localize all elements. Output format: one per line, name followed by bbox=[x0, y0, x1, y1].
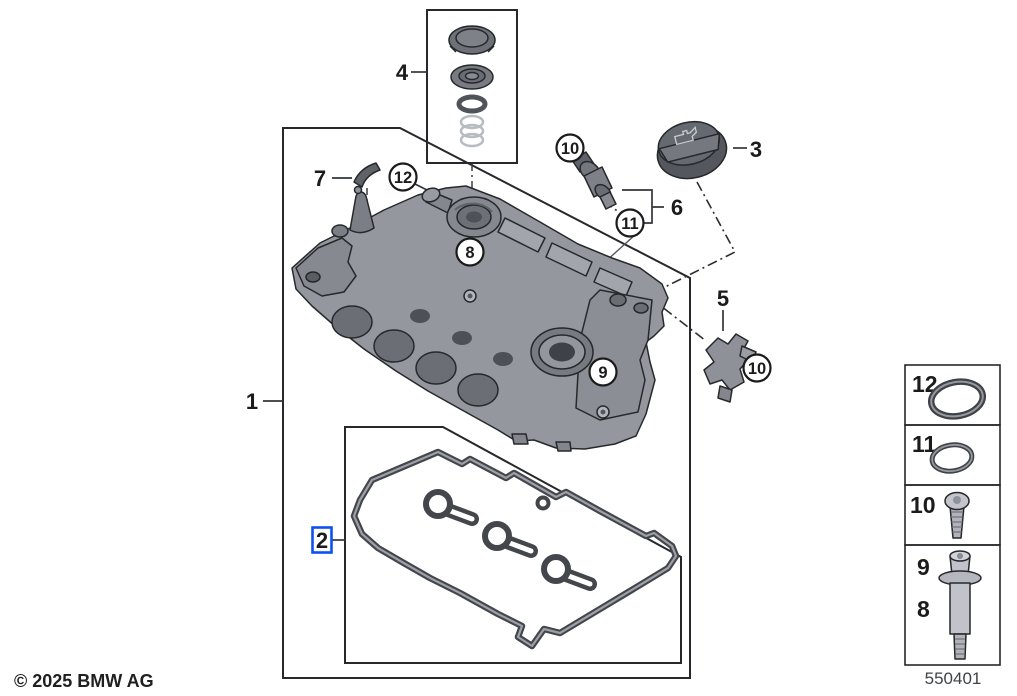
curved-seal-wedge-part7 bbox=[353, 162, 381, 188]
main-group-box-part1 bbox=[282, 127, 691, 679]
callout-1[interactable]: 1 bbox=[246, 389, 258, 414]
mount-foot bbox=[511, 433, 529, 445]
dashdot-part5-position bbox=[647, 295, 707, 342]
camshaft-sensor bbox=[571, 151, 617, 210]
copyright-text: © 2025 BMW AG bbox=[14, 671, 154, 691]
well-opening bbox=[410, 309, 430, 323]
gasket-small-hole bbox=[535, 495, 551, 511]
oil-filler-cap bbox=[656, 120, 728, 180]
cap-grip-bar bbox=[658, 132, 721, 163]
pcv-cap-tabs bbox=[449, 45, 495, 53]
pcv-cap-top-face bbox=[455, 28, 489, 48]
legend-label-9[interactable]: 9 bbox=[917, 554, 930, 580]
pcv-diaphragm-center bbox=[464, 71, 480, 81]
right-port bbox=[609, 293, 627, 307]
circled-callout-9[interactable]: 9 bbox=[588, 357, 618, 387]
well-opening bbox=[452, 331, 472, 345]
circled-10b-label[interactable]: 10 bbox=[748, 360, 766, 378]
pcv-spring-ring bbox=[459, 123, 485, 139]
callout-2-selected[interactable]: 2 bbox=[311, 526, 333, 554]
legend-box-9-8 bbox=[904, 544, 1001, 666]
cam-lobe bbox=[331, 305, 373, 339]
gasket-keyhole bbox=[482, 521, 538, 558]
gasket-keyhole bbox=[423, 489, 479, 526]
o-ring-small-icon bbox=[929, 442, 975, 474]
vent-port-12 bbox=[421, 187, 441, 203]
right-end-block bbox=[575, 289, 653, 421]
circled-8-label[interactable]: 8 bbox=[465, 244, 474, 262]
circled-callout-10[interactable]: 10 bbox=[555, 133, 585, 163]
circled-callout-12[interactable]: 12 bbox=[388, 162, 418, 192]
part4-kit-box bbox=[426, 9, 518, 164]
cam-lobe bbox=[415, 351, 457, 385]
pcv-turret bbox=[446, 196, 502, 238]
o-ring-large-icon bbox=[927, 378, 987, 420]
bracket-part6 bbox=[622, 189, 664, 224]
callout-3[interactable]: 3 bbox=[750, 137, 762, 162]
circled-12-label[interactable]: 12 bbox=[394, 169, 412, 187]
right-port bbox=[633, 302, 649, 314]
well-opening bbox=[493, 352, 513, 366]
cam-lobe bbox=[457, 373, 499, 407]
circled-callout-11[interactable]: 11 bbox=[615, 208, 645, 238]
flange-bolt-eye bbox=[305, 271, 321, 283]
gasket-keyhole bbox=[541, 554, 597, 591]
bolt-boss-8-hole bbox=[467, 293, 473, 299]
deck-pad bbox=[497, 217, 546, 253]
legend-label-8[interactable]: 8 bbox=[917, 596, 930, 622]
circled-callout-10b[interactable]: 10 bbox=[742, 353, 772, 383]
callout-5[interactable]: 5 bbox=[717, 286, 729, 311]
callout-2-label[interactable]: 2 bbox=[316, 528, 328, 553]
pcv-diaphragm-kit bbox=[448, 25, 496, 148]
bracket-leg bbox=[717, 385, 733, 403]
callout-6[interactable]: 6 bbox=[671, 195, 683, 220]
pcv-seal-ring bbox=[456, 94, 488, 114]
pcv-spring-ring bbox=[459, 114, 485, 130]
circled-10-label[interactable]: 10 bbox=[561, 140, 579, 158]
oil-filler-neck bbox=[530, 327, 594, 377]
mounting-cone bbox=[349, 191, 375, 234]
sensor-tip bbox=[599, 191, 617, 210]
circled-9-label[interactable]: 9 bbox=[598, 364, 607, 382]
deck-pad bbox=[545, 242, 593, 277]
left-flange-tray bbox=[295, 237, 357, 297]
valve-cover-illustration bbox=[291, 185, 669, 452]
valve-cover-gasket bbox=[350, 448, 680, 650]
oil-can-icon bbox=[673, 126, 698, 146]
collar-bolt-icon bbox=[938, 550, 982, 660]
circled-callout-8[interactable]: 8 bbox=[455, 237, 485, 267]
pcv-spring-ring bbox=[459, 132, 485, 148]
callout-4[interactable]: 4 bbox=[396, 60, 409, 85]
cam-lobe bbox=[373, 329, 415, 363]
bracket-body bbox=[703, 333, 751, 391]
legend-panel: 12 11 10 9 8 bbox=[904, 364, 1001, 666]
cone-tip bbox=[353, 185, 363, 195]
mount-foot bbox=[555, 441, 572, 452]
part2-gasket-box bbox=[344, 426, 682, 664]
torx-screw-icon bbox=[944, 491, 970, 539]
circled-11-label[interactable]: 11 bbox=[621, 215, 638, 233]
diagram-sheet-number: 550401 bbox=[925, 669, 982, 688]
legend-label-10[interactable]: 10 bbox=[910, 492, 936, 518]
gasket-outer-highlight bbox=[352, 450, 678, 648]
callout-7[interactable]: 7 bbox=[314, 166, 326, 191]
mount-bump bbox=[331, 224, 349, 238]
bolt-boss-9-hole bbox=[600, 409, 606, 415]
